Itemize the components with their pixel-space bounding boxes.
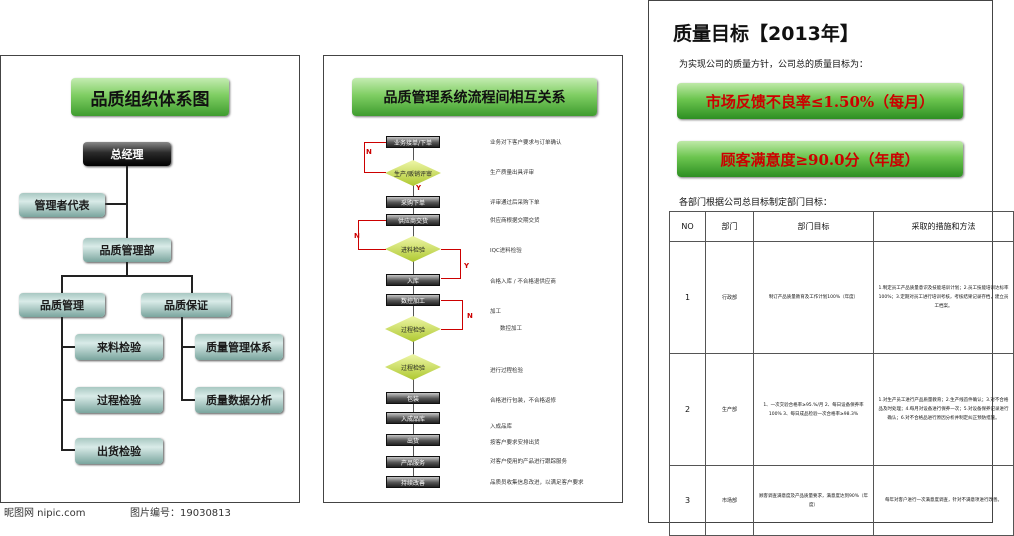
col-goal: 部门目标 xyxy=(753,211,874,242)
quality-objectives-panel: 质量目标【2013年】 为实现公司的质量方针，公司总的质量目标为： 市场反馈不良… xyxy=(648,0,1014,536)
row-method: 1.制定员工产品质量意识及技能培训计划；2.员工技能培训达标率100%；3.定期… xyxy=(873,241,1014,354)
node-general-manager: 总经理 xyxy=(83,142,171,166)
loop-n-3 xyxy=(441,300,463,330)
flow-desc-0: 业务对下客户要求与订单确认 xyxy=(490,140,562,146)
node-outgoing-inspection: 出货检验 xyxy=(75,438,163,464)
flow-desc-12: 对客户使用的产品进行跟踪服务 xyxy=(490,459,568,465)
flow-desc-7: 数控加工 xyxy=(500,326,523,332)
loop-n-2 xyxy=(358,220,386,250)
objectives-sub: 各部门根据公司总目标制定部门目标： xyxy=(679,198,833,208)
row-goal: 顾客调查满意度及产品质量要求，满意度达到90%（年度） xyxy=(753,465,874,536)
row-method: 1.对生产员工进行产品质量教育；2.生产线首件确认；3.对不合格品及时处理；4.… xyxy=(873,353,1014,466)
row-no: 1 xyxy=(669,241,706,354)
flow-step-stock-in: 入库 xyxy=(386,274,440,286)
flow-step-supplier: 供应商交货 xyxy=(386,214,440,226)
flow-step-shipping: 出货 xyxy=(386,434,440,446)
loop-label-n1: N xyxy=(366,148,372,156)
flow-step-incoming: 进料检验 xyxy=(385,236,441,262)
watermark-left: 昵图网 nipic.com xyxy=(4,508,86,519)
node-process-inspection: 过程检验 xyxy=(75,387,163,413)
row-dept: 市场部 xyxy=(705,465,754,536)
node-quality-system: 质量管理体系 xyxy=(195,334,283,360)
goal-defect-rate: 市场反馈不良率≤1.50%（每月） xyxy=(677,83,963,119)
objectives-table: NO 部门 部门目标 采取的措施和方法 1 行政部 制订产品质量教育及工作计划1… xyxy=(669,211,1014,536)
loop-n-1 xyxy=(364,142,386,173)
flow-desc-3: 供应商根据交期交货 xyxy=(490,218,540,224)
row-no: 2 xyxy=(669,353,706,466)
flow-desc-9: 合格进行包装，不合格返修 xyxy=(490,398,557,404)
col-dept: 部门 xyxy=(705,211,754,242)
node-incoming-inspection: 来料检验 xyxy=(75,334,163,360)
flow-step-packing: 包装 xyxy=(386,392,440,404)
node-quality-analysis: 质量数据分析 xyxy=(195,387,283,413)
flow-step-review: 生产/贩销评审 xyxy=(385,160,441,186)
goal-satisfaction: 顾客满意度≥90.0分（年度） xyxy=(677,141,963,177)
row-no: 3 xyxy=(669,465,706,536)
loop-y-2 xyxy=(441,249,461,279)
row-dept: 生产部 xyxy=(705,353,754,466)
loop-label-n3: N xyxy=(467,312,473,320)
flow-desc-6: 加工 xyxy=(490,309,502,315)
row-dept: 行政部 xyxy=(705,241,754,354)
objectives-title: 质量目标【2013年】 xyxy=(673,23,859,45)
loop-label-n2: N xyxy=(354,232,360,240)
loop-label-y1: Y xyxy=(416,184,422,192)
flow-desc-13: 品质员收集信息改进，以满足客户要求 xyxy=(490,480,584,486)
org-chart-panel: 品质组织体系图 总经理 管理者代表 品质管理部 品质管理 品质保证 来料检验 过… xyxy=(0,55,300,503)
node-quality-assurance: 品质保证 xyxy=(141,293,231,317)
node-quality-dept: 品质管理部 xyxy=(83,238,171,262)
col-method: 采取的措施和方法 xyxy=(873,211,1014,242)
flow-step-order: 业务接单/下单 xyxy=(386,136,440,148)
flow-step-process-1: 过程检验 xyxy=(385,316,441,342)
flow-step-purchase: 采购下单 xyxy=(386,196,440,208)
flow-step-process-2: 过程检验 xyxy=(385,354,441,380)
col-no: NO xyxy=(669,211,706,242)
flow-step-cnc: 数控加工 xyxy=(386,294,440,306)
flow-desc-2: 评审通过后采购下单 xyxy=(490,200,540,206)
flow-desc-10: 入成品库 xyxy=(490,424,513,430)
table-row: 3 市场部 顾客调查满意度及产品质量要求，满意度达到90%（年度） 每年对客户进… xyxy=(669,465,1014,536)
flow-desc-8: 进行过程检验 xyxy=(490,368,524,374)
objectives-intro: 为实现公司的质量方针，公司总的质量目标为： xyxy=(679,60,869,70)
flow-step-improve: 持续改善 xyxy=(386,476,440,488)
process-flow-panel: 品质管理系统流程间相互关系 业务接单/下单 生产/贩销评审 采购下单 供应商交货… xyxy=(323,55,623,503)
flow-step-finished-stock: 入成品库 xyxy=(386,412,440,424)
row-goal: 制订产品质量教育及工作计划100%（年度） xyxy=(753,241,874,354)
process-flow-title: 品质管理系统流程间相互关系 xyxy=(352,78,597,116)
node-quality-management: 品质管理 xyxy=(19,293,105,317)
flow-desc-4: IQC进料检验 xyxy=(490,248,522,254)
row-goal: 1、一次交验合格率≥95.%/月 2、每日设备保养率100% 3、每日成品检验一… xyxy=(753,353,874,466)
org-chart-title: 品质组织体系图 xyxy=(71,78,229,116)
flow-desc-11: 按客户要求安排出货 xyxy=(490,440,540,446)
watermark-id: 图片编号：19030813 xyxy=(130,508,231,519)
flow-desc-5: 合格入库 / 不合格退供应商 xyxy=(490,279,556,285)
node-management-rep: 管理者代表 xyxy=(19,193,105,217)
flow-desc-1: 生产质量出具评审 xyxy=(490,170,535,176)
flow-step-service: 产品服务 xyxy=(386,456,440,468)
table-row: 1 行政部 制订产品质量教育及工作计划100%（年度） 1.制定员工产品质量意识… xyxy=(669,241,1014,354)
row-method: 每年对客户进行一次满意度调查，针对不满意项进行改善。 xyxy=(873,465,1014,536)
loop-label-y2: Y xyxy=(464,262,470,270)
table-row: 2 生产部 1、一次交验合格率≥95.%/月 2、每日设备保养率100% 3、每… xyxy=(669,353,1014,466)
